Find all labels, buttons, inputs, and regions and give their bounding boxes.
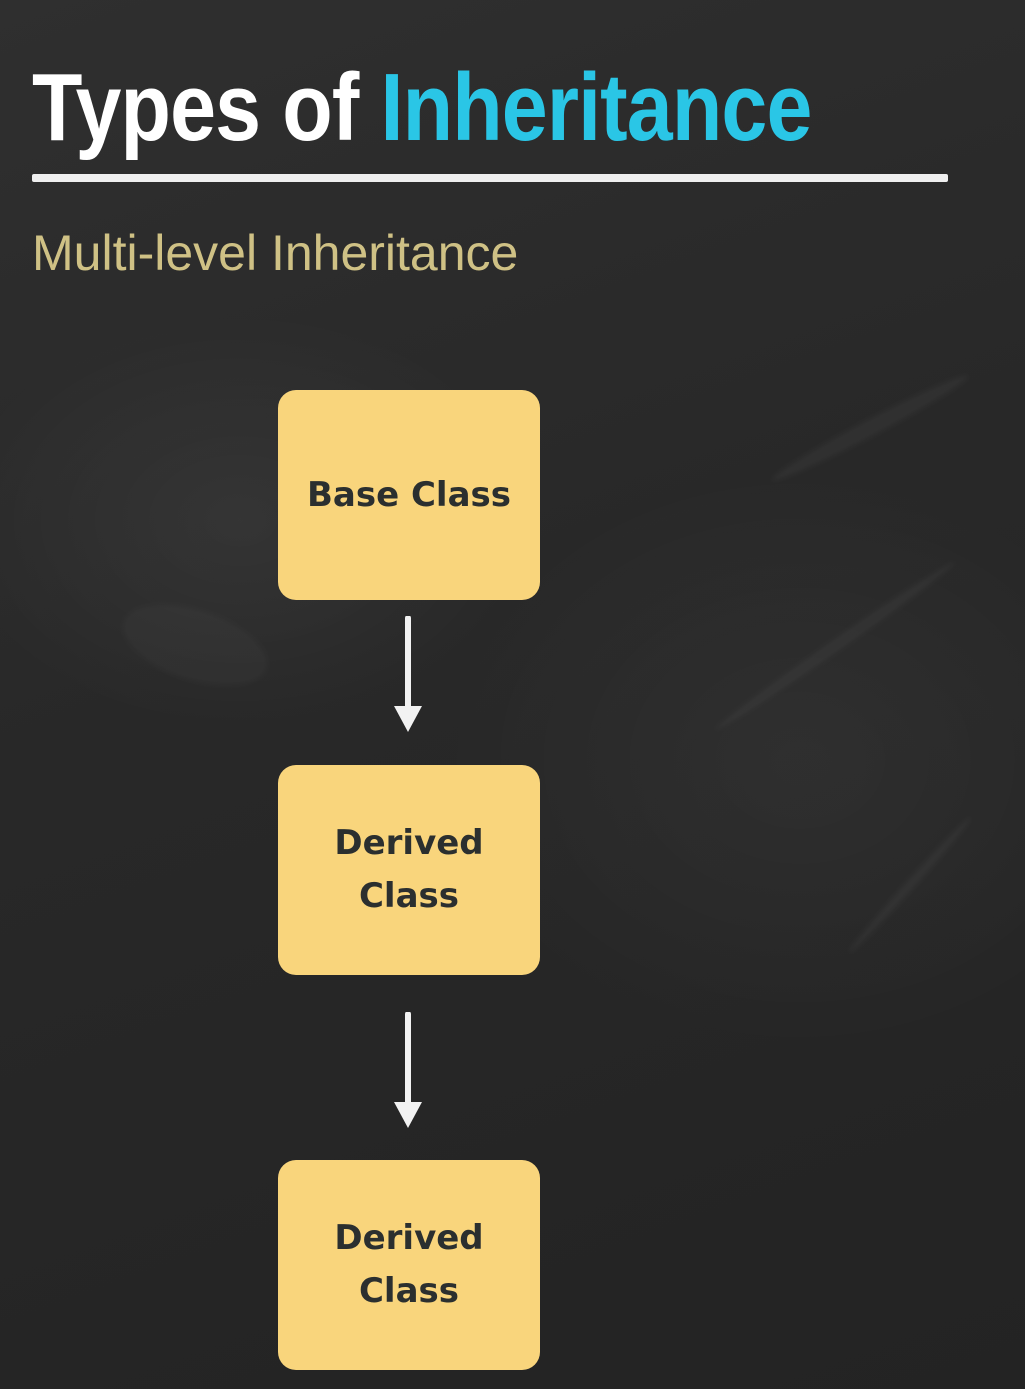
slide-title: Types of Inheritance [32,60,812,156]
chalk-smudge [846,815,974,955]
derived-class-box: Derived Class [278,1160,540,1370]
title-main-text: Types of [32,54,381,161]
base-class-box: Base Class [278,390,540,600]
down-arrow-icon [394,616,422,732]
chalk-smudge [769,369,971,486]
title-accent-text: Inheritance [380,54,813,161]
chalk-smudge [113,589,277,702]
chalk-smudge [713,558,957,734]
derived-class-box: Derived Class [278,765,540,975]
title-underline [32,174,948,182]
slide-subtitle: Multi-level Inheritance [32,225,519,281]
down-arrow-icon [394,1012,422,1128]
